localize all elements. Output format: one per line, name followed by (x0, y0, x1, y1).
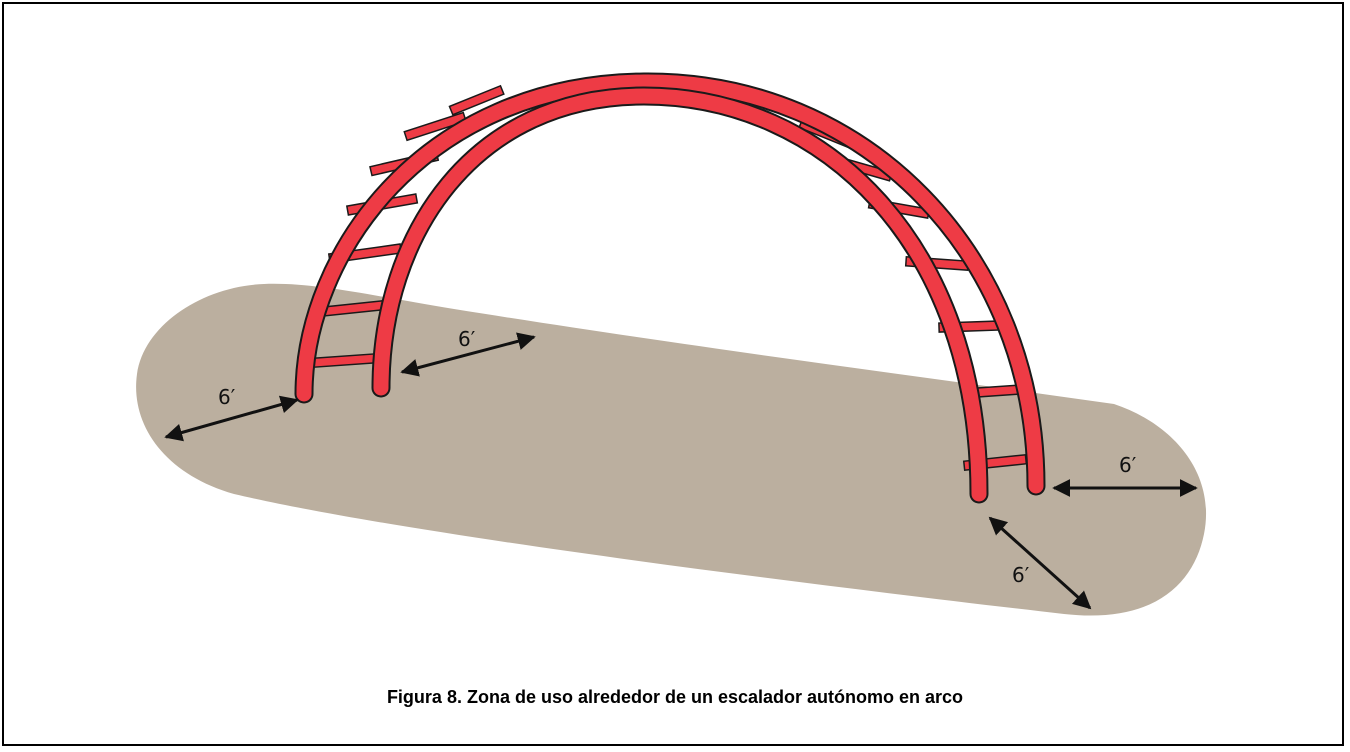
use-zone-ground (136, 283, 1207, 616)
dimension-arrow-left (164, 395, 299, 442)
arch-rail-outer (294, 72, 1046, 496)
dimension-arrow-diagonal (988, 516, 1092, 610)
arch-climber-diagram: 6′ 6′ 6′ 6′ (136, 72, 1207, 616)
dimension-label-left: 6′ (218, 385, 236, 409)
dimension-label-inner: 6′ (458, 327, 476, 351)
dimension-label-right: 6′ (1119, 453, 1137, 477)
figure-caption: Figura 8. Zona de uso alrededor de un es… (386, 687, 964, 707)
dimension-arrow-inner (400, 332, 536, 377)
dimension-label-diagonal: 6′ (1012, 563, 1030, 587)
dimension-arrows (164, 332, 1198, 610)
arch-rail-inner (371, 86, 989, 504)
